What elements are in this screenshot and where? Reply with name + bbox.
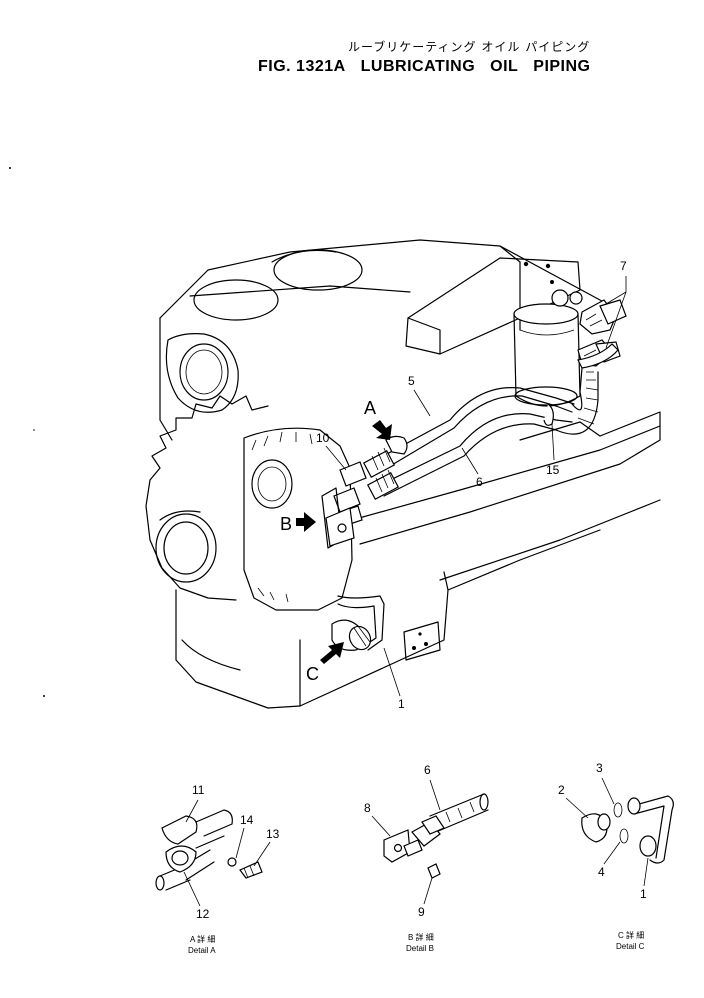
detail-b-illustration: 8 6 9 B 詳 細 Detail B [364, 763, 489, 953]
detail-arrow-c-label: C [306, 664, 319, 684]
title-word-lubricating: LUBRICATING [360, 58, 476, 75]
detail-c-callout-3: 3 [596, 761, 603, 775]
title-word-oil: OIL [490, 58, 519, 75]
detail-c-callout-1: 1 [640, 887, 647, 901]
main-callouts: 5 7 10 6 15 1 [316, 259, 627, 711]
callout-5: 5 [408, 374, 415, 388]
detail-c-callout-2: 2 [558, 783, 565, 797]
detail-a-callout-14: 14 [240, 813, 254, 827]
figure-title: FIG. 1321A LUBRICATING OIL PIPING [258, 58, 591, 76]
detail-a-illustration: 11 12 13 14 A 詳 細 Detail A [155, 783, 280, 955]
oil-filter-assembly [405, 257, 583, 407]
detail-arrow-a: A [364, 398, 392, 440]
detail-arrow-c: C [306, 642, 344, 684]
figure-number: FIG. 1321A [258, 58, 346, 75]
callout-7: 7 [620, 259, 627, 273]
callout-6: 6 [476, 475, 483, 489]
oil-pipes [333, 343, 619, 527]
detail-arrow-a-label: A [364, 398, 376, 418]
detail-b-callout-8: 8 [364, 801, 371, 815]
detail-c-caption: Detail C [616, 942, 645, 951]
detail-a-callout-12: 12 [196, 907, 210, 921]
detail-a-caption: Detail A [188, 946, 216, 955]
detail-b-callout-6: 6 [424, 763, 431, 777]
callout-10: 10 [316, 431, 330, 445]
detail-a-callout-11: 11 [192, 783, 205, 797]
engine-block [145, 239, 661, 709]
detail-b-caption: Detail B [406, 944, 434, 953]
detail-arrow-b-label: B [280, 514, 292, 534]
title-word-piping: PIPING [533, 58, 591, 75]
detail-c-callout-4: 4 [598, 865, 605, 879]
japanese-title: ルーブリケーティング オイル パイピング [348, 40, 591, 54]
detail-arrow-b: B [280, 512, 316, 534]
detail-b-caption-jp: B 詳 細 [408, 932, 434, 942]
detail-b-callout-9: 9 [418, 905, 425, 919]
detail-c-illustration: 3 2 4 1 C 詳 細 Detail C [558, 761, 674, 951]
detail-a-caption-jp: A 詳 細 [190, 934, 215, 944]
callout-1: 1 [398, 697, 405, 711]
mounting-bracket-and-pipe-1 [321, 487, 385, 651]
detail-c-caption-jp: C 詳 細 [618, 930, 644, 940]
detail-a-callout-13: 13 [266, 827, 280, 841]
callout-15: 15 [546, 463, 560, 477]
scan-specks [9, 167, 45, 697]
